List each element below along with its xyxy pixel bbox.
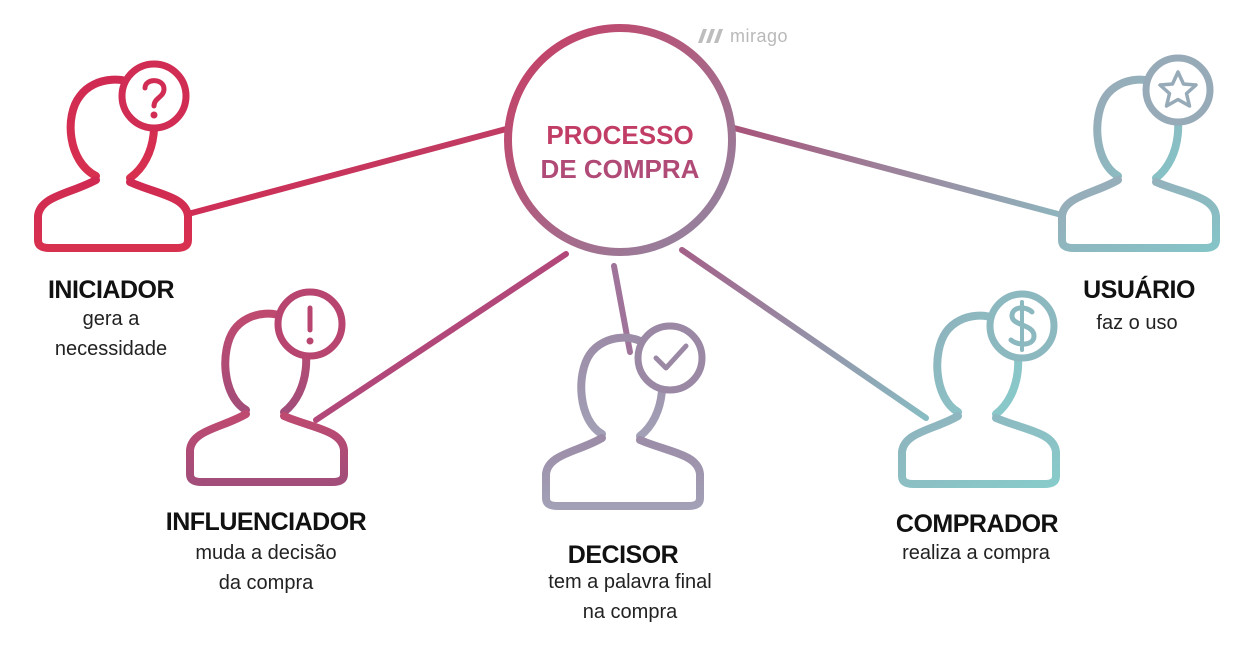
iniciador-desc-line1: gera a xyxy=(82,308,140,330)
influenciador-desc-line2: da compra xyxy=(218,572,314,594)
iniciador-desc-line2: necessidade xyxy=(54,338,168,360)
center-title: PROCESSO DE COMPRA xyxy=(541,118,700,186)
comprador-desc-line1: realiza a compra xyxy=(902,542,1050,564)
center-title-line2: DE COMPRA xyxy=(540,154,700,184)
dollar-icon xyxy=(986,290,1058,362)
mirago-logo-icon xyxy=(698,29,723,43)
iniciador-desc: gera a necessidade xyxy=(55,304,167,364)
decisor-desc: tem a palavra final na compra xyxy=(548,567,711,627)
connector-influenciador xyxy=(313,251,569,423)
usuario-title: USUÁRIO xyxy=(1083,276,1195,304)
comprador-title: COMPRADOR xyxy=(895,510,1059,538)
check-icon xyxy=(634,322,706,394)
person-usuario xyxy=(1058,75,1220,252)
question-icon xyxy=(118,60,190,132)
influenciador-desc: muda a decisão da compra xyxy=(195,538,336,598)
decisor-desc-line2: na compra xyxy=(582,601,678,623)
usuario-desc: faz o uso xyxy=(1096,308,1177,338)
star-icon xyxy=(1142,54,1214,126)
connector-iniciador xyxy=(185,125,513,217)
center-title-line1: PROCESSO xyxy=(546,120,694,150)
person-comprador xyxy=(898,311,1060,488)
mirago-logo: mirago xyxy=(696,26,788,46)
exclamation-icon xyxy=(274,288,346,360)
decisor-title: DECISOR xyxy=(567,541,679,569)
iniciador-title: INICIADOR xyxy=(47,276,175,304)
connector-comprador xyxy=(679,247,929,421)
influenciador-title: INFLUENCIADOR xyxy=(165,508,367,536)
logo-text: mirago xyxy=(730,25,789,46)
connector-usuario xyxy=(731,125,1061,217)
influenciador-desc-line1: muda a decisão xyxy=(195,542,337,564)
person-iniciador xyxy=(34,75,192,252)
decisor-desc-line1: tem a palavra final xyxy=(548,571,712,593)
usuario-desc-line1: faz o uso xyxy=(1096,312,1178,334)
person-decisor xyxy=(542,333,704,510)
center-circle xyxy=(504,24,736,256)
comprador-desc: realiza a compra xyxy=(902,538,1050,568)
person-influenciador xyxy=(186,309,348,486)
